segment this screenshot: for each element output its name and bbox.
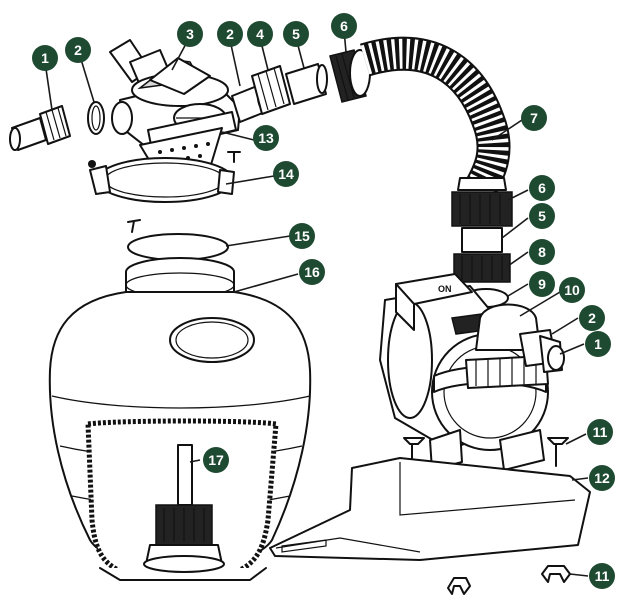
callout-circle (589, 563, 615, 589)
callout-circle (585, 331, 611, 357)
callout-badge-c16: 16 (299, 259, 325, 285)
callout-badge-c15: 15 (289, 223, 315, 249)
callout-badge-c8: 8 (529, 239, 555, 265)
o-ring-left (87, 101, 105, 135)
callout-number: 15 (294, 228, 310, 244)
hose-connector-left (9, 105, 71, 151)
callout-badge-c11b: 11 (589, 563, 615, 589)
callout-number: 6 (340, 18, 348, 34)
callout-badge-c7: 7 (521, 105, 547, 131)
callout-number: 5 (538, 208, 546, 224)
callout-circle (589, 465, 615, 491)
callout-circle (529, 239, 555, 265)
callout-number: 13 (258, 130, 274, 146)
hose-nut-top (329, 49, 371, 103)
callout-circle (253, 125, 279, 151)
base-clips (447, 565, 571, 595)
multiport-valve (109, 39, 275, 179)
callout-number: 4 (256, 26, 264, 42)
callout-circle (32, 45, 58, 71)
callout-circle (529, 203, 555, 229)
hose-adapter-top (285, 63, 328, 105)
callout-number: 2 (226, 26, 234, 42)
callout-number: 14 (278, 166, 294, 182)
callout-badge-c2a: 2 (65, 37, 91, 63)
callout-badge-c10: 10 (559, 277, 585, 303)
callout-circle (65, 37, 91, 63)
callout-circle (299, 259, 325, 285)
hose-nut-lower (451, 177, 513, 227)
callout-badge-c6a: 6 (331, 13, 357, 39)
callout-badge-c1a: 1 (32, 45, 58, 71)
callout-circle (559, 277, 585, 303)
hose-adapter-lower (461, 227, 503, 253)
standpipe-lateral (143, 444, 225, 573)
callout-badge-c2b: 2 (217, 21, 243, 47)
callout-badge-c2c: 2 (579, 305, 605, 331)
callout-number: 1 (594, 336, 602, 352)
callout-circle (331, 13, 357, 39)
callout-badge-c9: 9 (529, 271, 555, 297)
callout-circle (529, 175, 555, 201)
callout-circle (247, 21, 273, 47)
callout-circle (529, 271, 555, 297)
callout-badge-c4: 4 (247, 21, 273, 47)
callout-number: 11 (595, 568, 610, 584)
callout-number: 2 (588, 310, 596, 326)
pump-motor: ON (379, 273, 565, 471)
callout-number: 6 (538, 180, 546, 196)
pump-switch-label: ON (438, 284, 452, 294)
callout-badge-c17: 17 (203, 447, 229, 473)
callout-circle (521, 105, 547, 131)
callout-badge-c5b: 5 (529, 203, 555, 229)
callout-badge-c6b: 6 (529, 175, 555, 201)
callout-circle (289, 223, 315, 249)
callout-number: 1 (41, 50, 49, 66)
callout-number: 9 (538, 276, 546, 292)
callout-badge-c14: 14 (273, 161, 299, 187)
callout-number: 8 (538, 244, 546, 260)
callout-circle (217, 21, 243, 47)
callout-circle (273, 161, 299, 187)
callout-number: 7 (530, 110, 538, 126)
callout-number: 16 (304, 264, 320, 280)
callout-number: 11 (593, 424, 608, 440)
callout-circle (283, 21, 309, 47)
mounting-screws (403, 437, 569, 467)
callout-circle (587, 419, 613, 445)
pump-base (269, 457, 591, 561)
callout-number: 10 (564, 282, 580, 298)
union-lower (453, 253, 511, 283)
callout-badge-c1b: 1 (585, 331, 611, 357)
callout-circle (579, 305, 605, 331)
callout-number: 3 (186, 26, 194, 42)
callout-badge-c11a: 11 (587, 419, 613, 445)
callout-number: 12 (594, 470, 610, 486)
corrugated-hose (360, 36, 511, 193)
callout-number: 2 (74, 42, 82, 58)
callout-circle (177, 21, 203, 47)
callout-number: 17 (208, 452, 224, 468)
leader-lines (44, 29, 589, 577)
union-nut (251, 65, 291, 115)
callout-badge-c3: 3 (177, 21, 203, 47)
callout-number: 5 (292, 26, 300, 42)
tank-clamp (88, 151, 241, 233)
callout-badge-c12: 12 (589, 465, 615, 491)
tank-o-ring (127, 233, 229, 261)
callout-badge-c5a: 5 (283, 21, 309, 47)
callout-badge-c13: 13 (253, 125, 279, 151)
callout-circle (203, 447, 229, 473)
